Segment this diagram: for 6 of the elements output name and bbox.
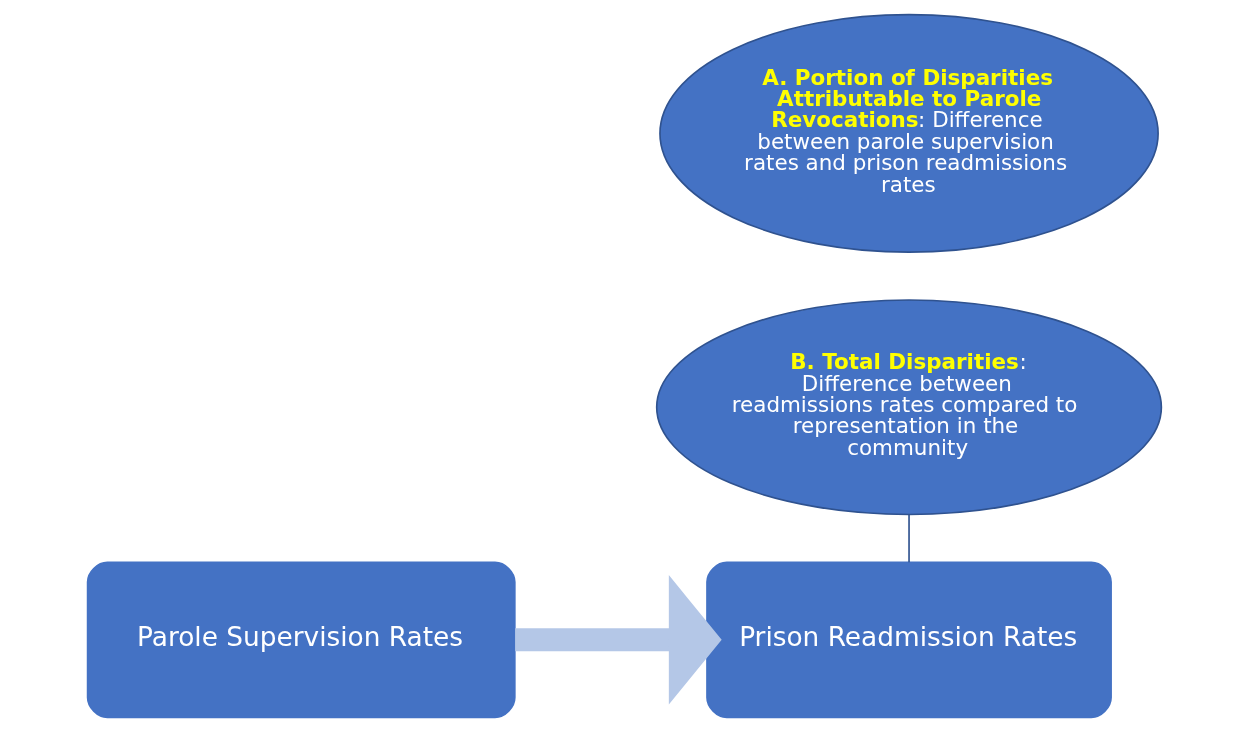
node-box: Parole Supervision Rates (86, 561, 516, 719)
arrow (515, 575, 722, 705)
connector (908, 514, 910, 563)
node-box: Prison Readmission Rates (706, 561, 1112, 719)
node-ellipse: B. Total Disparities: Difference between readmissions rates compared to representation in the community (655, 299, 1163, 516)
node-ellipse: A. Portion of Disparities Attributable to Parole Revocations: Difference between parole supervision rates and prison readmissions rates (659, 13, 1159, 253)
